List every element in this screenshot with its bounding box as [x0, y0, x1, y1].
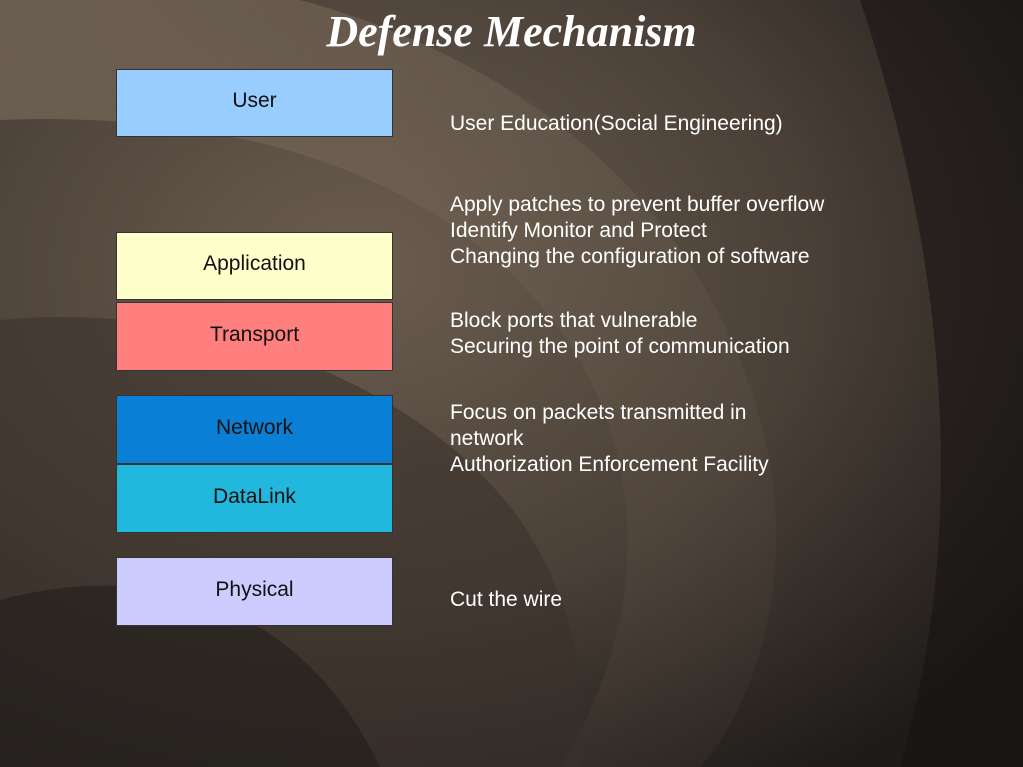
defense-application-line: Apply patches to prevent buffer overflow [450, 193, 825, 216]
layer-physical-label: Physical [215, 577, 294, 601]
layer-datalink-box: DataLink [116, 464, 393, 533]
layer-network-label: Network [215, 415, 294, 439]
defense-physical: Cut the wire [450, 587, 880, 613]
layer-application-box: Application [116, 232, 393, 300]
defense-user-line: User Education(Social Engineering) [450, 112, 783, 135]
defense-network: Focus on packets transmitted in network … [450, 400, 880, 478]
layer-physical-box: Physical [116, 557, 393, 626]
defense-application: Apply patches to prevent buffer overflow… [450, 192, 880, 270]
layer-transport-label: Transport [209, 322, 300, 346]
defense-transport: Block ports that vulnerable Securing the… [450, 308, 880, 360]
layer-datalink-label: DataLink [213, 484, 296, 508]
slide-title: Defense Mechanism [326, 7, 697, 56]
defense-application-line: Identify Monitor and Protect [450, 219, 707, 242]
defense-network-line: Focus on packets transmitted in network [450, 401, 747, 450]
layer-application-label: Application [203, 252, 306, 275]
layer-user-box: User [116, 69, 393, 137]
defense-transport-line: Securing the point of communication [450, 335, 790, 358]
layer-network-box: Network [116, 395, 393, 464]
defense-physical-line: Cut the wire [450, 588, 563, 611]
defense-application-line: Changing the configuration of software [450, 245, 810, 268]
layer-transport-box: Transport [116, 302, 393, 371]
defense-transport-line: Block ports that vulnerable [450, 309, 698, 332]
defense-network-line: Authorization Enforcement Facility [450, 453, 769, 476]
defense-user: User Education(Social Engineering) [450, 111, 880, 137]
layer-user-label: User [232, 89, 277, 112]
